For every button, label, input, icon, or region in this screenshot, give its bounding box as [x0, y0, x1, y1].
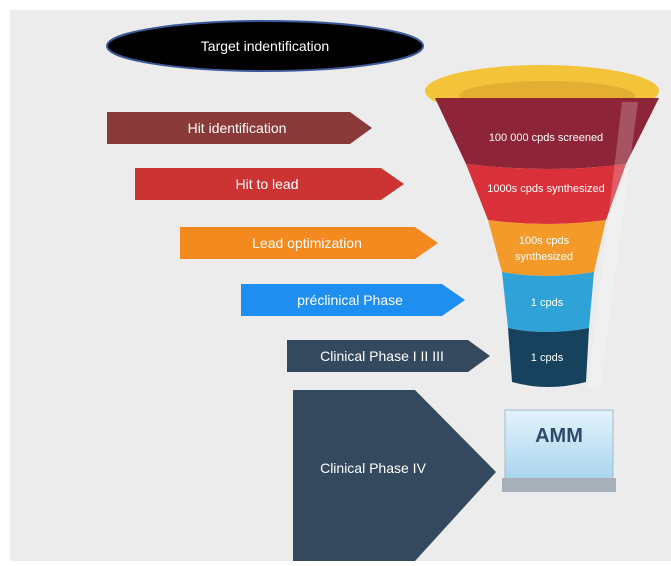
funnel-level-2: [466, 164, 626, 224]
funnel-level-3-label-line-2: synthesized: [515, 251, 573, 263]
target-identification-label: Target indentification: [201, 38, 329, 54]
amm-label: AMM: [535, 425, 583, 447]
arrow-clinical-4: Clinical Phase IV: [293, 390, 496, 561]
target-identification-node: Target indentification: [106, 20, 424, 72]
arrow-hit-identification: Hit identification: [107, 112, 372, 144]
funnel-level-5-label: 1 cpds: [531, 352, 564, 364]
arrow-preclinical: préclinical Phase: [241, 284, 465, 316]
arrow-clinical-1-2-3-label: Clinical Phase I II III: [320, 348, 444, 364]
funnel-level-3-label-line-1: 100s cpds: [519, 235, 570, 247]
arrow-hit-identification-label: Hit identification: [188, 120, 287, 136]
arrow-clinical-4-label: Clinical Phase IV: [320, 460, 426, 476]
funnel-level-3: [488, 220, 606, 276]
amm-box: AMM: [502, 409, 616, 492]
funnel-level-1-label: 100 000 cpds screened: [489, 132, 603, 144]
funnel-level-4-label: 1 cpds: [531, 297, 564, 309]
arrow-clinical-1-2-3: Clinical Phase I II III: [287, 340, 490, 372]
funnel-level-4: [502, 272, 594, 332]
arrow-lead-optimization-label: Lead optimization: [252, 235, 362, 251]
funnel-level-5: [508, 328, 589, 387]
arrow-preclinical-label: préclinical Phase: [297, 292, 403, 308]
arrow-hit-to-lead-label: Hit to lead: [235, 176, 298, 192]
arrow-lead-optimization: Lead optimization: [180, 227, 438, 259]
funnel: 100 000 cpds screened 1000s cpds synthes…: [425, 65, 659, 388]
arrow-hit-to-lead: Hit to lead: [135, 168, 404, 200]
funnel-level-1: [435, 98, 659, 169]
funnel-level-2-label: 1000s cpds synthesized: [487, 183, 604, 195]
